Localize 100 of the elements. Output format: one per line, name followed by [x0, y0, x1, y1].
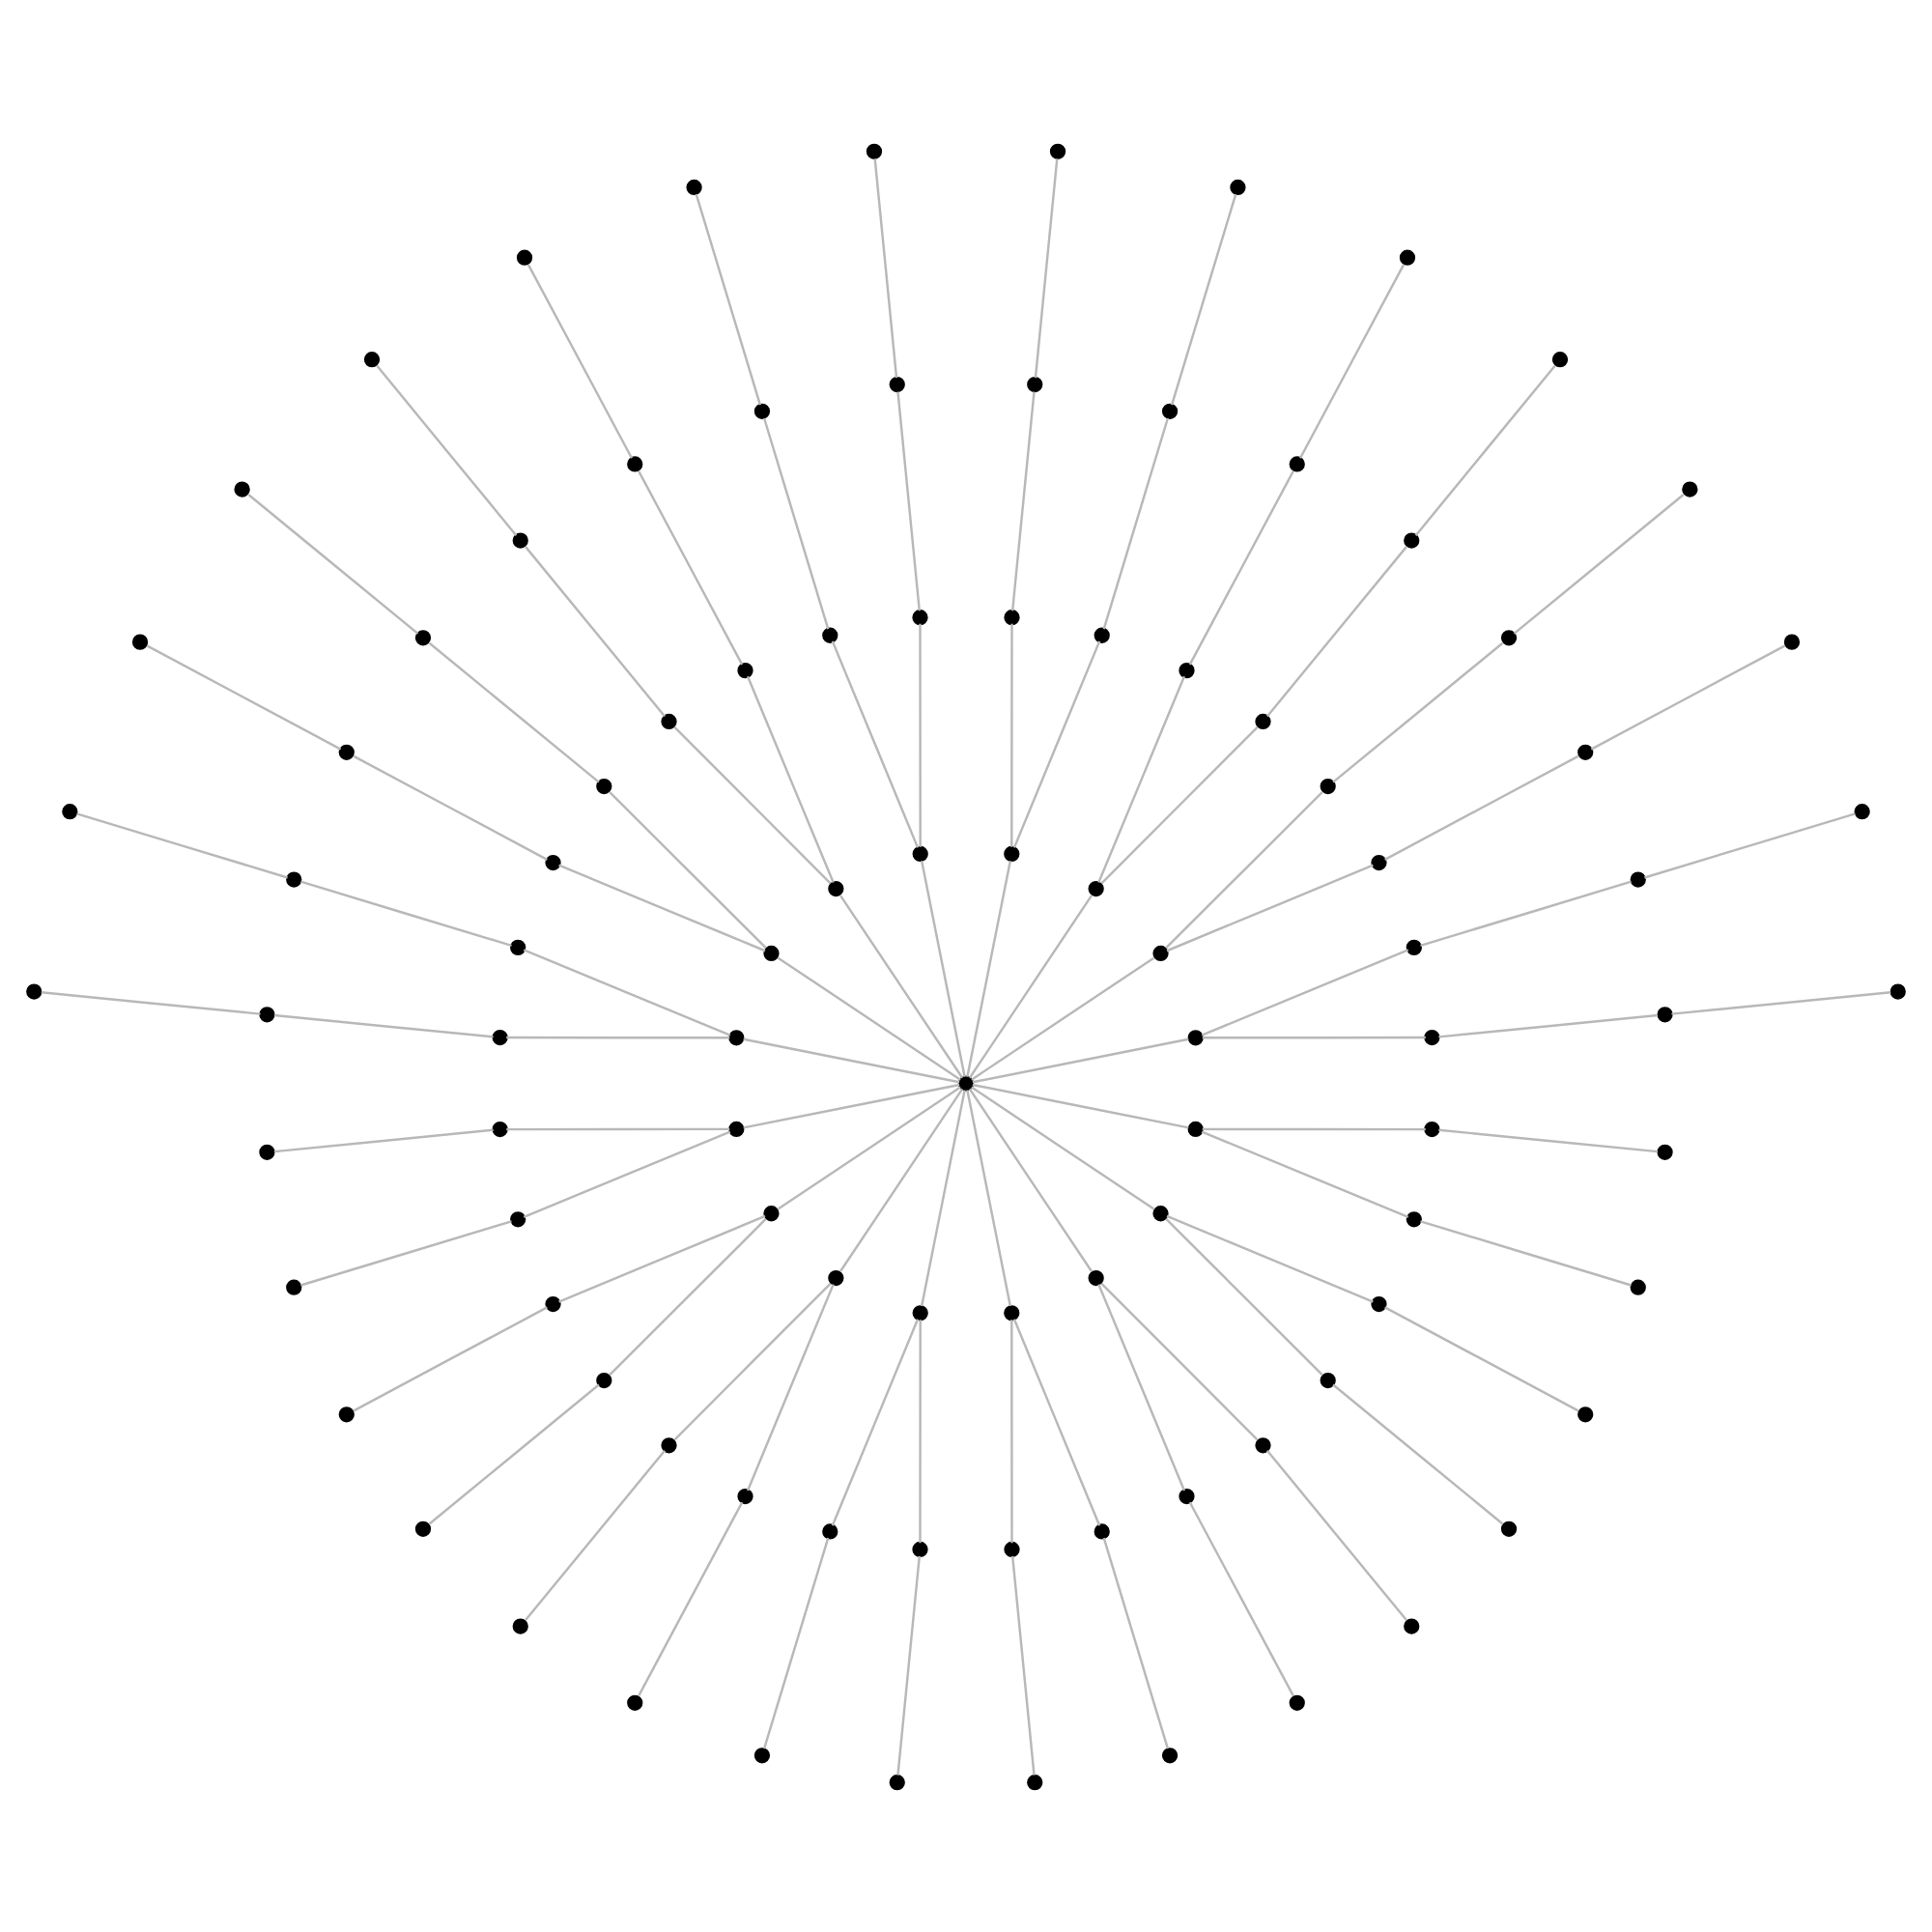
connector	[777, 955, 961, 1080]
node-circle	[1404, 531, 1420, 548]
connector	[638, 1500, 744, 1695]
connector	[777, 1085, 961, 1209]
node-circle	[1152, 1205, 1169, 1221]
connector	[971, 1085, 1155, 1209]
node-circle	[1187, 1120, 1204, 1137]
connector	[1012, 639, 1101, 847]
node-circle	[512, 1617, 528, 1634]
connector	[1012, 1318, 1101, 1525]
node-circle	[1004, 844, 1020, 862]
connector	[743, 1037, 960, 1083]
node-circle	[516, 248, 533, 265]
node-circle	[889, 1774, 905, 1790]
connector	[353, 1305, 548, 1411]
node-circle	[828, 879, 844, 896]
node-circle	[363, 351, 381, 367]
node-circle	[828, 1268, 844, 1286]
node-circle	[62, 803, 78, 819]
node-circle	[1500, 1520, 1518, 1536]
node-circle	[338, 1406, 355, 1422]
connector	[919, 622, 922, 846]
connector	[1298, 263, 1406, 458]
connector	[1166, 1213, 1374, 1302]
node-circle	[1657, 1143, 1673, 1159]
connector	[743, 1082, 960, 1128]
node-circle	[763, 944, 780, 961]
connector	[146, 643, 342, 750]
node-circle	[1094, 1522, 1110, 1539]
node-circle	[1500, 629, 1518, 645]
node-circle	[889, 375, 905, 392]
connector	[41, 990, 261, 1014]
node-circle	[1004, 609, 1020, 625]
node-circle	[1094, 626, 1110, 642]
connector	[1590, 643, 1786, 750]
connector	[972, 1037, 1189, 1083]
connector	[966, 860, 1012, 1076]
connector	[920, 860, 966, 1076]
node-circle	[822, 626, 838, 642]
node-circle	[1088, 1268, 1104, 1286]
connector	[1010, 1554, 1036, 1775]
node-circle	[737, 662, 753, 678]
connector	[972, 1082, 1189, 1128]
node-circle	[512, 531, 528, 548]
connector	[300, 879, 512, 947]
connector	[762, 416, 830, 629]
connector	[1188, 1500, 1294, 1695]
node-circle	[1889, 982, 1906, 999]
node-circle	[286, 1278, 302, 1294]
node-circle	[627, 455, 643, 471]
connector	[1097, 1283, 1186, 1491]
node-circle	[1577, 1406, 1594, 1422]
node-circle	[1630, 1278, 1646, 1294]
connector	[968, 1087, 1093, 1271]
node-circle	[1289, 455, 1305, 471]
connector	[1102, 1536, 1170, 1748]
connector	[746, 674, 835, 883]
node-circle	[510, 1210, 526, 1227]
connector	[839, 1087, 964, 1271]
node-circle	[1424, 1120, 1440, 1137]
connector	[1100, 725, 1259, 884]
node-circle	[737, 1487, 753, 1504]
node-circle	[1004, 1540, 1020, 1557]
connector	[1644, 811, 1856, 878]
connector	[1332, 1382, 1504, 1524]
connector	[428, 1382, 600, 1524]
node-circle	[1049, 142, 1066, 158]
connector	[1097, 674, 1186, 883]
connector	[609, 1217, 767, 1375]
node-circle	[753, 402, 771, 418]
connector	[1100, 1282, 1259, 1440]
node-circle	[686, 178, 702, 195]
connector	[525, 545, 667, 717]
connector	[273, 1012, 494, 1037]
node-circle	[728, 1120, 745, 1137]
connector	[1010, 390, 1036, 611]
node-circle	[822, 1522, 838, 1539]
connector	[1332, 640, 1504, 782]
connector	[762, 1536, 830, 1748]
connector	[831, 1318, 920, 1525]
node-circle	[1255, 712, 1271, 729]
connector	[1202, 1126, 1426, 1130]
node-circle	[866, 142, 883, 158]
connector	[1414, 364, 1556, 535]
connector	[353, 753, 548, 860]
connector	[1671, 990, 1891, 1014]
node-circle	[753, 1747, 771, 1763]
connector	[968, 894, 1093, 1078]
connector	[76, 811, 288, 878]
connector	[896, 1554, 921, 1775]
node-circle	[26, 982, 43, 999]
connector	[695, 192, 762, 405]
node-circle	[912, 844, 928, 862]
node-circle	[1255, 1436, 1271, 1453]
connector	[1165, 790, 1323, 949]
node-circle	[1004, 1304, 1020, 1321]
connector	[526, 263, 634, 458]
node-circle	[728, 1029, 745, 1045]
node-circle	[661, 1436, 677, 1453]
node-circle	[1371, 1294, 1387, 1312]
